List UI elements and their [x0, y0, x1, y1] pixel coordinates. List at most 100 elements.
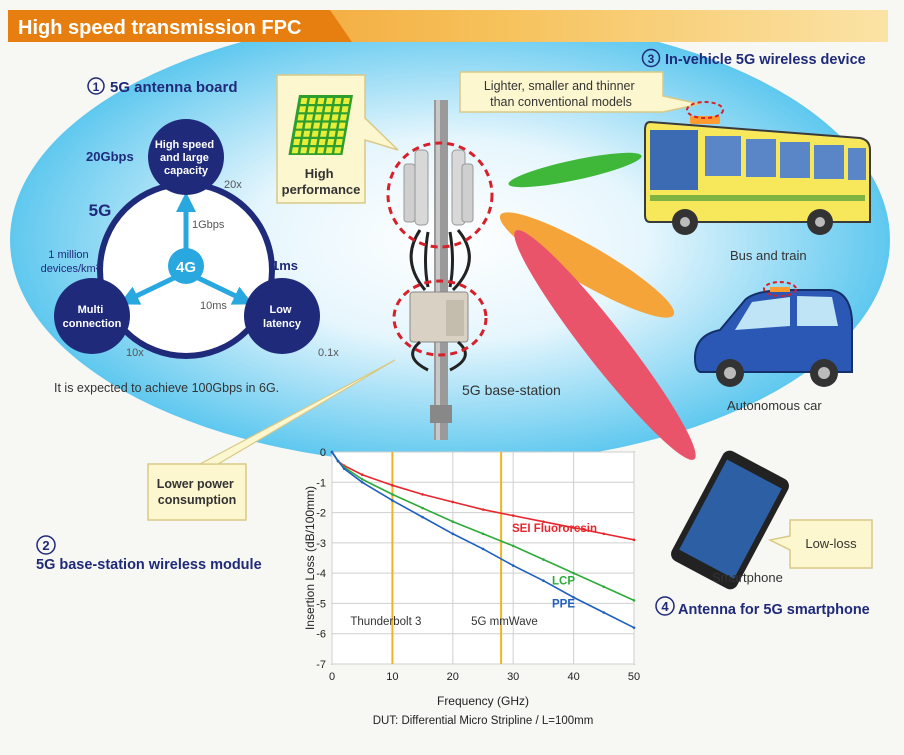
value-20x: 20x [224, 179, 242, 191]
bus-icon [644, 101, 871, 235]
chart-data-point [391, 499, 394, 502]
chart-data-point [421, 493, 424, 496]
chart-data-point [511, 514, 515, 517]
page-title: High speed transmission FPC [18, 17, 301, 39]
chart-data-point [572, 571, 575, 575]
vehicle-title: In-vehicle 5G wireless device [665, 52, 866, 68]
chart-data-point [632, 626, 636, 629]
smartphone-section: Low-loss Smartphone 4 Antenna for 5G sma… [655, 450, 873, 618]
svg-text:Low-loss: Low-loss [805, 536, 857, 551]
base-station-label: 5G base-station [462, 382, 561, 398]
chart-x-tick-label: 50 [628, 671, 640, 683]
chart-series-label: PPE [552, 599, 575, 611]
chart-y-tick-label: 0 [320, 447, 326, 459]
chart-data-point [481, 532, 485, 536]
vehicle-section: 3 In-vehicle 5G wireless device Lighter,… [459, 48, 871, 413]
chart-reference-label: Thunderbolt 3 [350, 616, 421, 628]
chart-data-point [481, 508, 485, 511]
value-0-1x: 0.1x [318, 347, 339, 359]
smartphone-icon [671, 450, 789, 590]
chart-data-point [572, 526, 575, 530]
base-station-tower-icon [386, 100, 494, 440]
callout-lighter [459, 71, 701, 113]
module-section: 2 5G base-station wireless module [36, 535, 262, 573]
chart-y-tick-label: -1 [316, 477, 326, 489]
chart-data-point [542, 520, 545, 523]
highlight-antenna [386, 141, 494, 249]
capacity-circle [148, 119, 224, 195]
beam-red [514, 230, 696, 460]
chart-data-point [342, 467, 346, 470]
chart-y-tick-label: -4 [316, 568, 326, 580]
section-number-1: 1 [93, 80, 100, 94]
chart-data-point [451, 520, 455, 523]
chart-data-point [602, 611, 606, 614]
value-1ms: 1ms [272, 258, 298, 273]
svg-text:High performance: High performance [282, 166, 361, 197]
connection-circle [54, 278, 130, 354]
chart-x-tick-label: 40 [567, 671, 579, 683]
svg-text:Lighter, smaller and thinner: Lighter, smaller and thinner than conven… [484, 79, 638, 109]
highlight-module [392, 279, 488, 357]
chart-y-tick-label: -7 [316, 659, 326, 671]
chart-data-point [511, 564, 515, 567]
smartphone-title: Antenna for 5G smartphone [678, 602, 870, 618]
chart-data-point [336, 459, 340, 463]
chart-data-point [481, 547, 485, 551]
antenna-chip-icon [288, 95, 353, 155]
chart-data-point [602, 585, 606, 589]
smartphone-label: Smartphone [712, 570, 783, 585]
connection-circle-label: Multi connection [63, 304, 122, 330]
value-10ms: 10ms [200, 300, 227, 312]
chart-data-point [360, 473, 364, 477]
chart-series-label: SEI Fluororesin [512, 523, 597, 535]
chart-x-axis-label: Frequency (GHz) [437, 694, 529, 708]
callout-lower-power: Lower power consumption [147, 359, 396, 521]
chart-data-point [511, 544, 515, 548]
section-number-4: 4 [661, 599, 669, 614]
car-label: Autonomous car [727, 398, 822, 413]
chart-data-point [360, 480, 364, 484]
chart-y-tick-label: -2 [316, 508, 326, 520]
5g-label: 5G [89, 201, 112, 220]
chart-y-tick-label: -5 [316, 598, 326, 610]
chart-series-label: LCP [552, 575, 575, 587]
chart-data-point [330, 450, 334, 454]
capacity-circle-label: High speed and large capacity [155, 139, 217, 177]
chart-data-point [572, 596, 575, 599]
chart-caption: DUT: Differential Micro Stripline / L=10… [373, 715, 594, 727]
chart-data-point [451, 532, 455, 536]
section-number-2: 2 [42, 538, 49, 553]
beam-green [508, 152, 642, 188]
section-number-3: 3 [648, 52, 655, 66]
latency-circle [244, 278, 320, 354]
bus-label: Bus and train [730, 248, 807, 263]
value-1-million: 1 million devices/km² [41, 249, 100, 275]
chart-x-tick-label: 10 [386, 671, 398, 683]
chart-plot-area [331, 451, 635, 665]
chart-data-point [391, 484, 394, 487]
module-title: 5G base-station wireless module [36, 557, 262, 573]
6g-note: It is expected to achieve 100Gbps in 6G. [54, 381, 279, 395]
value-10x: 10x [126, 347, 144, 359]
antenna-board-title: 5G antenna board [110, 79, 238, 96]
car-icon [693, 281, 853, 387]
chart-data-point [451, 500, 455, 504]
chart-data-point [632, 599, 636, 602]
chart-x-tick-label: 20 [447, 671, 459, 683]
4g-label: 4G [176, 259, 196, 276]
beam-orange [499, 212, 675, 318]
chart-data-point [421, 506, 424, 510]
chart-y-axis-label: Insertion Loss (dB/100mm) [303, 486, 317, 630]
chart-data-point [632, 538, 636, 542]
value-1gbps: 1Gbps [192, 219, 225, 231]
callout-high-performance: High performance [276, 74, 399, 204]
4g-core [168, 248, 204, 284]
chart-data-point [421, 515, 424, 519]
chart-data-point [602, 532, 606, 536]
chart-data-point [542, 579, 545, 583]
callout-low-loss [767, 519, 873, 569]
radio-beams [499, 152, 696, 460]
header-bar: High speed transmission FPC [8, 10, 888, 42]
